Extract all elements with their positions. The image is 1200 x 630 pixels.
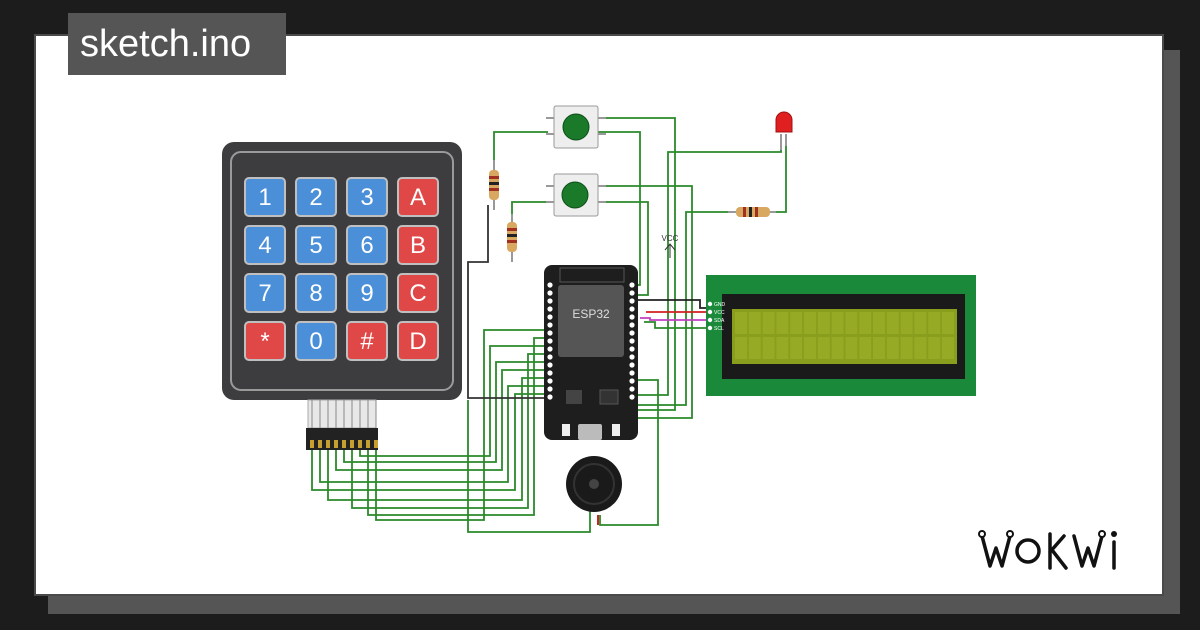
- keypad-key-label: 0: [309, 328, 322, 355]
- keypad-key-label: 2: [309, 184, 322, 211]
- resistor-1[interactable]: [489, 160, 499, 210]
- sketch-filename-tab[interactable]: sketch.ino: [68, 13, 286, 75]
- lcd-pin-label: VCC: [714, 310, 725, 316]
- lcd-1602-display[interactable]: GND VCC SDA SCL: [706, 275, 976, 396]
- keypad-key-#[interactable]: #: [346, 321, 388, 361]
- keypad-key-4[interactable]: 4: [244, 225, 286, 265]
- lcd-pin-label: SCL: [714, 326, 724, 332]
- red-led[interactable]: [775, 111, 793, 150]
- keypad-key-label: 6: [360, 232, 373, 259]
- keypad-key-5[interactable]: 5: [295, 225, 337, 265]
- lcd-scl-wire: [644, 321, 714, 329]
- resistor-led[interactable]: [728, 207, 776, 217]
- keypad-key-label: 9: [360, 280, 373, 307]
- lcd-pin-label: SDA: [714, 318, 725, 324]
- wires: [311, 117, 787, 533]
- keypad-key-9[interactable]: 9: [346, 273, 388, 313]
- push-button-1[interactable]: [546, 105, 606, 149]
- push-button-2[interactable]: [546, 173, 606, 217]
- keypad-4x4[interactable]: 1 2 3 A 4 5 6 B 7 8 9 C * 0 # D: [222, 142, 462, 450]
- keypad-key-label: 3: [360, 184, 373, 211]
- keypad-keys: 1 2 3 A 4 5 6 B 7 8 9 C * 0 # D: [244, 177, 439, 361]
- keypad-key-label: C: [409, 280, 426, 307]
- keypad-key-B[interactable]: B: [397, 225, 439, 265]
- lcd-sda-wire: [640, 317, 714, 321]
- keypad-key-6[interactable]: 6: [346, 225, 388, 265]
- wokwi-logo: [978, 530, 1117, 570]
- keypad-key-7[interactable]: 7: [244, 273, 286, 313]
- esp32-chip-label: ESP32: [572, 307, 610, 321]
- keypad-key-label: *: [260, 328, 269, 355]
- lcd-pin-label: GND: [714, 302, 726, 308]
- resistor-2[interactable]: [507, 214, 517, 262]
- keypad-key-label: 5: [309, 232, 322, 259]
- keypad-key-A[interactable]: A: [397, 177, 439, 217]
- keypad-key-label: 4: [258, 232, 271, 259]
- esp32-board[interactable]: ESP32: [544, 265, 638, 440]
- keypad-key-label: D: [409, 328, 426, 355]
- keypad-key-D[interactable]: D: [397, 321, 439, 361]
- keypad-key-1[interactable]: 1: [244, 177, 286, 217]
- vcc-power-symbol: VCC: [662, 234, 679, 258]
- keypad-ribbon-cable: [306, 399, 378, 450]
- keypad-key-8[interactable]: 8: [295, 273, 337, 313]
- keypad-key-label: 1: [258, 184, 271, 211]
- keypad-key-3[interactable]: 3: [346, 177, 388, 217]
- keypad-key-label: B: [410, 232, 426, 259]
- keypad-key-C[interactable]: C: [397, 273, 439, 313]
- keypad-key-label: 7: [258, 280, 271, 307]
- keypad-key-label: A: [410, 184, 426, 211]
- lcd-gnd-wire: [632, 299, 714, 309]
- keypad-key-*[interactable]: *: [244, 321, 286, 361]
- keypad-key-2[interactable]: 2: [295, 177, 337, 217]
- keypad-key-0[interactable]: 0: [295, 321, 337, 361]
- keypad-key-label: 8: [309, 280, 322, 307]
- keypad-key-label: #: [360, 328, 374, 355]
- buzzer[interactable]: [566, 456, 622, 512]
- svg-text:VCC: VCC: [662, 234, 679, 243]
